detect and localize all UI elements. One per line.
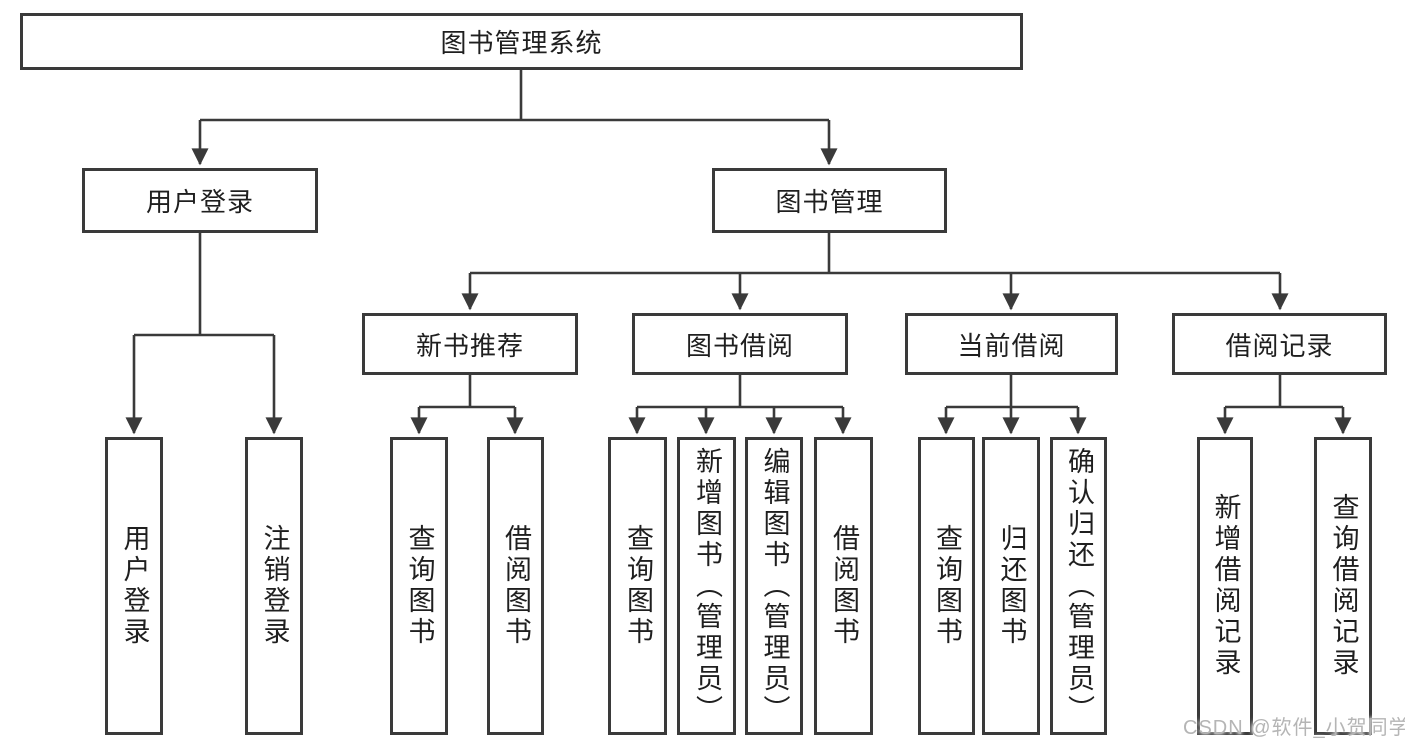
node-user-login: 用户登录 [82, 168, 318, 233]
leaf-return-books: 归还图书 [982, 437, 1040, 735]
leaf-edit-books-admin: 编辑图书（管理员） [745, 437, 803, 735]
leaf-borrow-books: 借阅图书 [814, 437, 873, 735]
leaf-add-books-admin: 新增图书（管理员） [677, 437, 736, 735]
node-root: 图书管理系统 [20, 13, 1023, 70]
leaf-query-books-current: 查询图书 [918, 437, 975, 735]
connector-skeleton [134, 70, 1343, 409]
leaf-query-borrow-record: 查询借阅记录 [1314, 437, 1372, 735]
node-book-borrow: 图书借阅 [632, 313, 848, 375]
node-borrow-records: 借阅记录 [1172, 313, 1387, 375]
leaf-borrow-books-recommend: 借阅图书 [487, 437, 544, 735]
node-book-management: 图书管理 [712, 168, 947, 233]
leaf-query-books-borrow: 查询图书 [608, 437, 667, 735]
leaf-user-login: 用户登录 [105, 437, 163, 735]
node-current-borrow: 当前借阅 [905, 313, 1118, 375]
leaf-add-borrow-record: 新增借阅记录 [1197, 437, 1253, 735]
node-new-book-recommend: 新书推荐 [362, 313, 578, 375]
watermark-text: CSDN @软件_小贺同学 [1183, 717, 1405, 739]
leaf-confirm-return-admin: 确认归还（管理员） [1050, 437, 1107, 735]
leaf-logout-login: 注销登录 [245, 437, 303, 735]
leaf-query-books-recommend: 查询图书 [390, 437, 448, 735]
